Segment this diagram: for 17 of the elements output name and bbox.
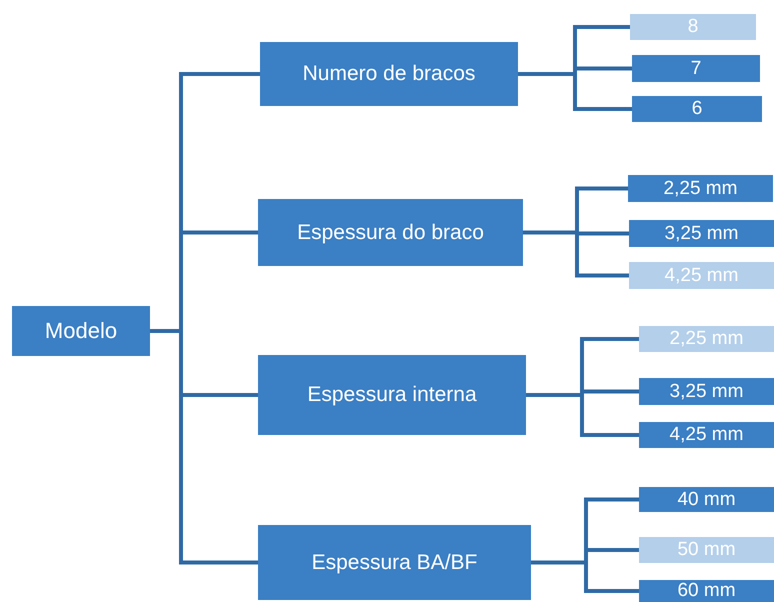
option-box: 3,25 mm <box>639 378 774 405</box>
option-box: 8 <box>630 14 756 40</box>
category-box: Espessura BA/BF <box>258 525 531 600</box>
option-box: 2,25 mm <box>639 326 774 352</box>
option-box: 3,25 mm <box>629 220 774 247</box>
option-box: 2,25 mm <box>628 175 773 202</box>
option-box: 6 <box>632 96 762 122</box>
root-box: Modelo <box>12 306 150 356</box>
option-box: 4,25 mm <box>629 262 774 289</box>
option-box: 40 mm <box>639 487 774 512</box>
category-box: Numero de bracos <box>260 42 518 106</box>
option-box: 4,25 mm <box>639 422 774 448</box>
option-box: 50 mm <box>639 537 774 563</box>
category-box: Espessura interna <box>258 355 526 435</box>
category-box: Espessura do braco <box>258 199 523 266</box>
option-box: 60 mm <box>639 580 774 602</box>
option-box: 7 <box>632 55 760 82</box>
